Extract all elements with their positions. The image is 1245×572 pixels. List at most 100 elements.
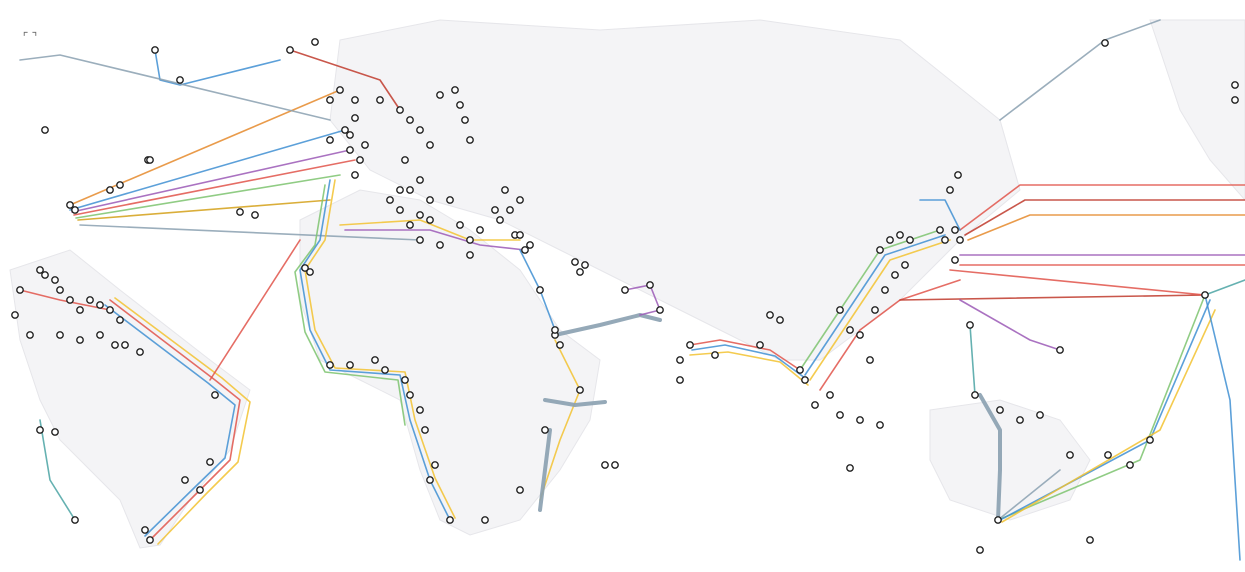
- landing-station-node[interactable]: [71, 206, 79, 214]
- landing-station-node[interactable]: [196, 486, 204, 494]
- landing-station-node[interactable]: [1016, 416, 1024, 424]
- landing-station-node[interactable]: [466, 136, 474, 144]
- landing-station-node[interactable]: [801, 376, 809, 384]
- landing-station-node[interactable]: [516, 196, 524, 204]
- landing-station-node[interactable]: [346, 146, 354, 154]
- landing-station-node[interactable]: [876, 246, 884, 254]
- landing-station-node[interactable]: [1086, 536, 1094, 544]
- landing-station-node[interactable]: [1066, 451, 1074, 459]
- landing-station-node[interactable]: [811, 401, 819, 409]
- landing-station-node[interactable]: [456, 221, 464, 229]
- landing-station-node[interactable]: [496, 216, 504, 224]
- landing-station-node[interactable]: [526, 241, 534, 249]
- landing-station-node[interactable]: [36, 426, 44, 434]
- landing-station-node[interactable]: [476, 226, 484, 234]
- landing-station-node[interactable]: [426, 196, 434, 204]
- landing-station-node[interactable]: [416, 211, 424, 219]
- landing-station-node[interactable]: [646, 281, 654, 289]
- landing-station-node[interactable]: [311, 38, 319, 46]
- landing-station-node[interactable]: [711, 351, 719, 359]
- landing-station-node[interactable]: [66, 296, 74, 304]
- landing-station-node[interactable]: [856, 331, 864, 339]
- landing-station-node[interactable]: [106, 306, 114, 314]
- landing-station-node[interactable]: [406, 116, 414, 124]
- landing-station-node[interactable]: [994, 516, 1002, 524]
- landing-station-node[interactable]: [501, 186, 509, 194]
- landing-station-node[interactable]: [1146, 436, 1154, 444]
- landing-station-node[interactable]: [536, 286, 544, 294]
- landing-station-node[interactable]: [491, 206, 499, 214]
- landing-station-node[interactable]: [396, 106, 404, 114]
- landing-station-node[interactable]: [601, 461, 609, 469]
- landing-station-node[interactable]: [416, 236, 424, 244]
- landing-station-node[interactable]: [891, 271, 899, 279]
- landing-station-node[interactable]: [1201, 291, 1209, 299]
- landing-station-node[interactable]: [406, 391, 414, 399]
- landing-station-node[interactable]: [136, 348, 144, 356]
- landing-station-node[interactable]: [406, 186, 414, 194]
- landing-station-node[interactable]: [371, 356, 379, 364]
- landing-station-node[interactable]: [141, 526, 149, 534]
- landing-station-node[interactable]: [1231, 96, 1239, 104]
- landing-station-node[interactable]: [351, 96, 359, 104]
- landing-station-node[interactable]: [76, 306, 84, 314]
- landing-station-node[interactable]: [416, 176, 424, 184]
- landing-station-node[interactable]: [906, 236, 914, 244]
- landing-station-node[interactable]: [301, 264, 309, 272]
- landing-station-node[interactable]: [516, 486, 524, 494]
- landing-station-node[interactable]: [66, 201, 74, 209]
- landing-station-node[interactable]: [236, 208, 244, 216]
- landing-station-node[interactable]: [426, 216, 434, 224]
- landing-station-node[interactable]: [776, 316, 784, 324]
- landing-station-node[interactable]: [936, 226, 944, 234]
- landing-station-node[interactable]: [346, 131, 354, 139]
- landing-station-node[interactable]: [41, 126, 49, 134]
- landing-station-node[interactable]: [396, 206, 404, 214]
- landing-station-node[interactable]: [1126, 461, 1134, 469]
- landing-station-node[interactable]: [436, 91, 444, 99]
- landing-station-node[interactable]: [421, 426, 429, 434]
- landing-station-node[interactable]: [111, 341, 119, 349]
- landing-station-node[interactable]: [51, 276, 59, 284]
- landing-station-node[interactable]: [521, 246, 529, 254]
- landing-station-node[interactable]: [881, 286, 889, 294]
- landing-station-node[interactable]: [756, 341, 764, 349]
- landing-station-node[interactable]: [151, 46, 159, 54]
- landing-station-node[interactable]: [866, 356, 874, 364]
- landing-station-node[interactable]: [481, 516, 489, 524]
- landing-station-node[interactable]: [686, 341, 694, 349]
- landing-station-node[interactable]: [656, 306, 664, 314]
- landing-station-node[interactable]: [971, 391, 979, 399]
- landing-station-node[interactable]: [116, 316, 124, 324]
- landing-station-node[interactable]: [951, 226, 959, 234]
- landing-station-node[interactable]: [11, 311, 19, 319]
- landing-station-node[interactable]: [181, 476, 189, 484]
- landing-station-node[interactable]: [356, 156, 364, 164]
- landing-station-node[interactable]: [71, 516, 79, 524]
- landing-station-node[interactable]: [1056, 346, 1064, 354]
- landing-station-node[interactable]: [96, 301, 104, 309]
- landing-station-node[interactable]: [116, 181, 124, 189]
- landing-station-node[interactable]: [306, 268, 314, 276]
- landing-station-node[interactable]: [901, 261, 909, 269]
- landing-station-node[interactable]: [41, 271, 49, 279]
- landing-station-node[interactable]: [1036, 411, 1044, 419]
- landing-station-node[interactable]: [346, 361, 354, 369]
- landing-station-node[interactable]: [1101, 39, 1109, 47]
- landing-station-node[interactable]: [106, 186, 114, 194]
- landing-station-node[interactable]: [436, 241, 444, 249]
- landing-station-node[interactable]: [871, 306, 879, 314]
- landing-station-node[interactable]: [361, 141, 369, 149]
- landing-station-node[interactable]: [206, 458, 214, 466]
- landing-station-node[interactable]: [251, 211, 259, 219]
- landing-station-node[interactable]: [426, 476, 434, 484]
- landing-station-node[interactable]: [416, 126, 424, 134]
- landing-station-node[interactable]: [886, 236, 894, 244]
- landing-station-node[interactable]: [956, 236, 964, 244]
- landing-station-node[interactable]: [86, 296, 94, 304]
- landing-station-node[interactable]: [856, 416, 864, 424]
- landing-station-node[interactable]: [506, 206, 514, 214]
- landing-station-node[interactable]: [954, 171, 962, 179]
- landing-station-node[interactable]: [541, 426, 549, 434]
- landing-station-node[interactable]: [676, 376, 684, 384]
